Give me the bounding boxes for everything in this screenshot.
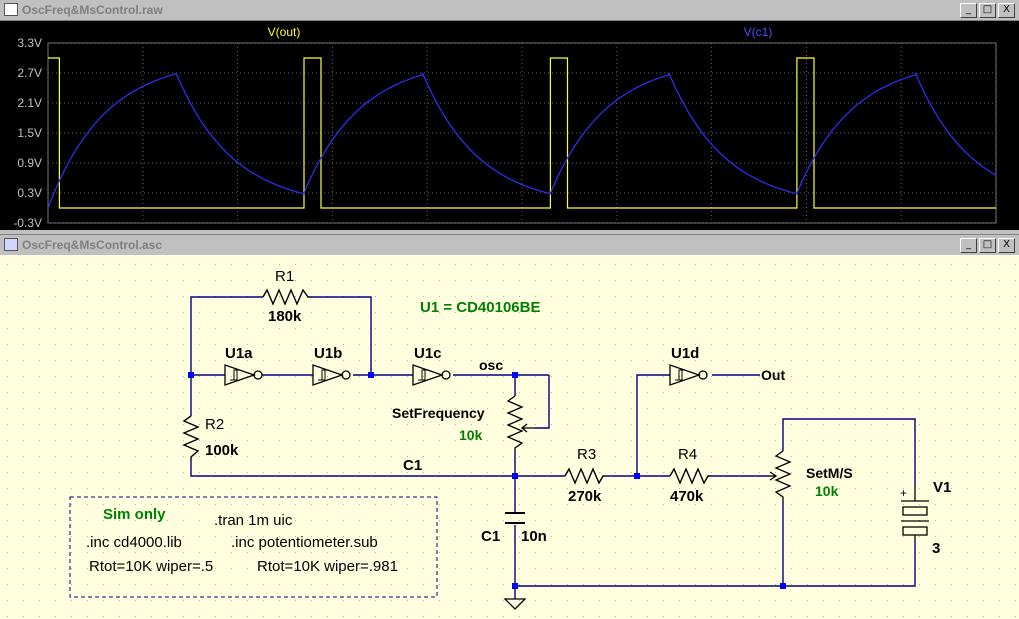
y-axis-ticks: 3.3V 2.7V 2.1V 1.5V 0.9V 0.3V -0.3V bbox=[13, 36, 42, 230]
r4-ref: R4 bbox=[678, 446, 697, 463]
y-tick-label: 2.1V bbox=[17, 96, 42, 110]
resistor-r2[interactable] bbox=[182, 415, 200, 461]
schematic-window-title: OscFreq&MsControl.asc bbox=[22, 238, 163, 252]
trace-vout bbox=[48, 57, 996, 209]
voltage-source-v1[interactable]: + bbox=[900, 485, 929, 541]
directive-tran[interactable]: .tran 1m uic bbox=[214, 512, 293, 529]
y-tick-label: 1.5V bbox=[17, 126, 42, 140]
y-tick-label: 3.3V bbox=[17, 36, 42, 50]
resistor-r4[interactable] bbox=[669, 467, 710, 485]
r2-ref: R2 bbox=[205, 416, 224, 433]
c1-ref: C1 bbox=[481, 528, 500, 545]
param-wiper-2[interactable]: Rtot=10K wiper=.981 bbox=[257, 558, 398, 575]
r2-value: 100k bbox=[205, 442, 239, 459]
maximize-button[interactable]: □ bbox=[979, 238, 996, 253]
trace-vc1 bbox=[47, 72, 997, 209]
r1-ref: R1 bbox=[275, 268, 294, 285]
potentiometer-setms[interactable] bbox=[769, 450, 792, 501]
sim-only-label: Sim only bbox=[103, 506, 166, 523]
directive-inc-potentiometer[interactable]: .inc potentiometer.sub bbox=[231, 534, 378, 551]
waveform-window-controls: _ □ X bbox=[960, 3, 1015, 18]
y-tick-label: 0.3V bbox=[17, 186, 42, 200]
schematic-window: OscFreq&MsControl.asc _ □ X bbox=[0, 234, 1019, 619]
net-label-out: Out bbox=[761, 367, 785, 383]
r4-value: 470k bbox=[670, 488, 704, 505]
close-button[interactable]: X bbox=[998, 3, 1015, 18]
schematic-titlebar[interactable]: OscFreq&MsControl.asc _ □ X bbox=[0, 235, 1019, 256]
u1b-ref: U1b bbox=[314, 345, 342, 362]
resistor-r3[interactable] bbox=[564, 467, 605, 485]
ground-symbol bbox=[503, 598, 527, 610]
pot-setfrequency-name: SetFrequency bbox=[392, 405, 485, 421]
u1d-ref: U1d bbox=[671, 345, 699, 362]
waveform-plot[interactable]: V(out) V(c1) 3.3V 2.7V 2.1V 1.5V 0.9V 0.3V -0.… bbox=[0, 20, 1019, 230]
schematic-window-controls: _ □ X bbox=[960, 238, 1015, 253]
pot-setms-value: 10k bbox=[815, 483, 839, 499]
r1-value: 180k bbox=[268, 308, 302, 325]
waveform-app-icon bbox=[4, 3, 18, 16]
wires bbox=[190, 296, 916, 599]
capacitor-c1[interactable] bbox=[505, 512, 525, 524]
net-label-c1: C1 bbox=[403, 457, 422, 474]
schematic-canvas[interactable]: R1 180k R2 100k R3 270k R4 470k U1a U1b … bbox=[0, 255, 1019, 619]
resistor-r1[interactable] bbox=[262, 288, 310, 306]
schematic-app-icon bbox=[4, 238, 18, 251]
inverter-u1b[interactable] bbox=[312, 364, 351, 386]
c1-value: 10n bbox=[521, 528, 547, 545]
annotation-u1: U1 = CD40106BE bbox=[420, 299, 540, 316]
sim-only-block[interactable] bbox=[69, 496, 438, 598]
y-tick-label: -0.3V bbox=[13, 216, 42, 230]
v1-ref: V1 bbox=[933, 479, 951, 496]
trace-label-vout[interactable]: V(out) bbox=[268, 25, 301, 39]
pot-setms-name: SetM/S bbox=[806, 465, 853, 481]
maximize-button[interactable]: □ bbox=[979, 3, 996, 18]
inverter-u1c[interactable] bbox=[412, 364, 451, 386]
param-wiper-1[interactable]: Rtot=10K wiper=.5 bbox=[89, 558, 213, 575]
junction-dots bbox=[188, 372, 786, 589]
waveform-titlebar[interactable]: OscFreq&MsControl.raw _ □ X bbox=[0, 0, 1019, 21]
pot-setfrequency-value: 10k bbox=[459, 427, 483, 443]
directive-inc-cd4000[interactable]: .inc cd4000.lib bbox=[86, 534, 182, 551]
inverter-u1d[interactable] bbox=[669, 364, 708, 386]
inverter-u1a[interactable] bbox=[224, 364, 263, 386]
minimize-button[interactable]: _ bbox=[960, 238, 977, 253]
minimize-button[interactable]: _ bbox=[960, 3, 977, 18]
u1c-ref: U1c bbox=[414, 345, 442, 362]
v1-value: 3 bbox=[932, 540, 940, 557]
potentiometer-setfrequency[interactable] bbox=[506, 395, 535, 451]
y-tick-label: 0.9V bbox=[17, 156, 42, 170]
svg-text:+: + bbox=[900, 486, 907, 500]
waveform-window-title: OscFreq&MsControl.raw bbox=[22, 3, 163, 17]
net-label-osc: osc bbox=[479, 357, 503, 373]
trace-label-vc1[interactable]: V(c1) bbox=[744, 25, 773, 39]
r3-value: 270k bbox=[568, 488, 602, 505]
plot-frame bbox=[47, 42, 997, 224]
waveform-window: OscFreq&MsControl.raw _ □ X V(out) V(c1)… bbox=[0, 0, 1019, 230]
r3-ref: R3 bbox=[577, 446, 596, 463]
u1a-ref: U1a bbox=[225, 345, 253, 362]
y-tick-label: 2.7V bbox=[17, 66, 42, 80]
close-button[interactable]: X bbox=[998, 238, 1015, 253]
